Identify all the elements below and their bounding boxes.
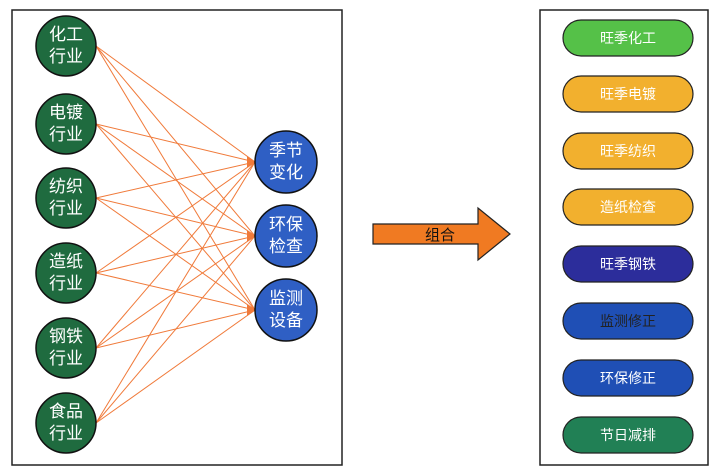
industry-label-line2: 行业: [49, 424, 83, 444]
industry-node: 电镀 行业: [35, 93, 97, 155]
result-pill-label: 旺季钢铁: [600, 257, 656, 273]
arrowhead-icon: [247, 156, 256, 168]
industry-label-line1: 电镀: [49, 103, 83, 123]
connection-line: [95, 45, 256, 311]
connection-line: [95, 235, 256, 424]
industry-node: 钢铁 行业: [35, 317, 97, 379]
result-list: 旺季化工 旺季电镀 旺季纺织 造纸检查 旺季钢铁 监测修正 环保修正 节日减排: [562, 19, 694, 454]
factor-circle: [254, 278, 318, 342]
industry-node: 化工 行业: [35, 15, 97, 77]
factor-circle: [254, 130, 318, 194]
connection-line: [95, 309, 256, 424]
result-pill-shape: [562, 245, 694, 283]
factor-node: 环保 检查: [254, 204, 318, 268]
industry-circle: [35, 167, 97, 229]
arrow-shape: [372, 206, 511, 262]
industry-label-line1: 化工: [49, 25, 83, 45]
industry-node: 纺织 行业: [35, 167, 97, 229]
result-pill-shape: [562, 188, 694, 226]
factor-node: 监测 设备: [254, 278, 318, 342]
industry-label-line1: 钢铁: [49, 327, 83, 347]
result-pill-label: 旺季电镀: [600, 86, 656, 103]
industry-node: 食品 行业: [35, 392, 97, 454]
industry-label-line1: 食品: [49, 402, 83, 422]
arrowhead-icon: [247, 304, 256, 316]
result-pill-shape: [562, 75, 694, 113]
connection-line: [95, 45, 256, 237]
connection-line: [95, 45, 256, 163]
factor-label-line2: 变化: [269, 163, 303, 183]
result-pill-shape: [562, 302, 694, 340]
result-pill: 节日减排: [562, 416, 694, 454]
industry-label-line2: 行业: [49, 125, 83, 145]
connection-line: [95, 161, 256, 199]
result-pill: 旺季电镀: [562, 75, 694, 113]
connection-line: [95, 161, 256, 274]
result-pill-label: 监测修正: [600, 314, 656, 330]
industry-label-line2: 行业: [49, 274, 83, 294]
factor-label-line1: 监测: [269, 289, 303, 309]
factor-label-line2: 设备: [269, 311, 303, 331]
factor-label-line1: 季节: [269, 141, 303, 161]
factor-label-line1: 环保: [269, 215, 303, 235]
arrowhead-icon: [247, 230, 256, 242]
industry-circle: [35, 15, 97, 77]
result-pill-shape: [562, 132, 694, 170]
industry-label-line2: 行业: [49, 199, 83, 219]
result-pill: 监测修正: [562, 302, 694, 340]
combine-arrow: 组合: [372, 206, 511, 262]
industry-node: 造纸 行业: [35, 242, 97, 304]
factor-label-line2: 检查: [269, 237, 303, 257]
result-pill: 环保修正: [562, 359, 694, 397]
industry-label-line1: 纺织: [49, 177, 83, 197]
result-pill: 旺季化工: [562, 19, 694, 57]
connection-line: [95, 161, 256, 424]
industry-circle: [35, 242, 97, 304]
industry-circle: [35, 93, 97, 155]
result-pill: 造纸检查: [562, 188, 694, 226]
connection-lines: [95, 45, 256, 424]
industry-label-line2: 行业: [49, 47, 83, 67]
connection-line: [95, 123, 256, 163]
result-pill-label: 环保修正: [600, 371, 656, 387]
result-pill-shape: [562, 19, 694, 57]
result-pill: 旺季钢铁: [562, 245, 694, 283]
result-pill-label: 节日减排: [600, 428, 656, 444]
industry-circle: [35, 392, 97, 454]
connection-line: [95, 161, 256, 349]
result-pill-shape: [562, 416, 694, 454]
industry-label-line2: 行业: [49, 349, 83, 369]
result-pill-label: 造纸检查: [600, 200, 656, 216]
factor-node: 季节 变化: [254, 130, 318, 194]
factor-circle: [254, 204, 318, 268]
arrow-label: 组合: [425, 226, 455, 244]
industry-label-line1: 造纸: [49, 252, 83, 272]
result-pill-label: 旺季纺织: [600, 144, 656, 160]
result-pill: 旺季纺织: [562, 132, 694, 170]
result-pill-shape: [562, 359, 694, 397]
industry-circle: [35, 317, 97, 379]
result-pill-label: 旺季化工: [600, 31, 656, 47]
